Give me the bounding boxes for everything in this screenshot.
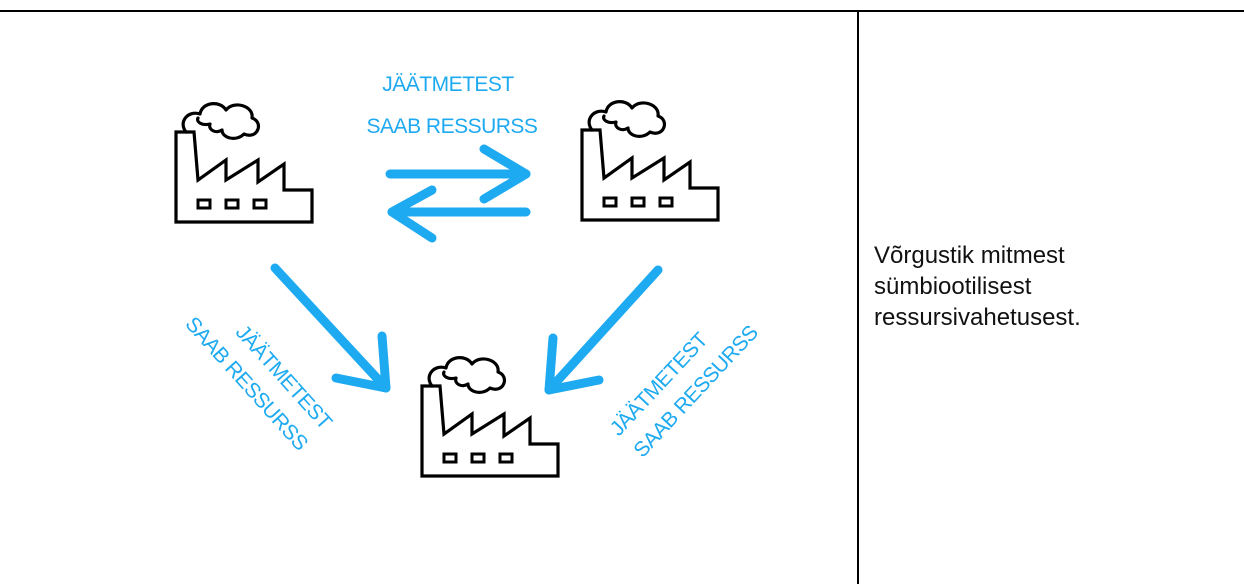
- caption-line1: Võrgustik mitmest: [874, 242, 1065, 269]
- arrow-icon: [544, 265, 663, 395]
- caption-text: Võrgustik mitmest sümbiootilisest ressur…: [874, 240, 1214, 333]
- factory-icon: [420, 355, 560, 478]
- arrow-icon: [270, 263, 391, 393]
- top-label-line2: SAAB RESSURSS: [367, 115, 538, 138]
- top-border-line: [0, 10, 1244, 12]
- caption-line3: ressursivahetusest.: [874, 304, 1081, 331]
- factory-icon: [174, 101, 314, 224]
- arrow-icon: [385, 144, 531, 204]
- top-label-line1: JÄÄTMETEST: [382, 73, 514, 96]
- factory-icon: [580, 99, 720, 222]
- caption-line2: sümbiootilisest: [874, 273, 1032, 300]
- right-label: JÄÄTMETEST SAAB RESSURSS: [606, 321, 763, 462]
- symbiosis-diagram: JÄÄTMETEST SAAB RESSURSS JÄÄTMETEST SAAB…: [174, 73, 763, 478]
- top-label: JÄÄTMETEST SAAB RESSURSS: [367, 73, 539, 138]
- column-divider: [857, 10, 859, 584]
- arrow-icon: [387, 185, 531, 243]
- left-label: JÄÄTMETEST SAAB RESSURSS: [181, 313, 337, 456]
